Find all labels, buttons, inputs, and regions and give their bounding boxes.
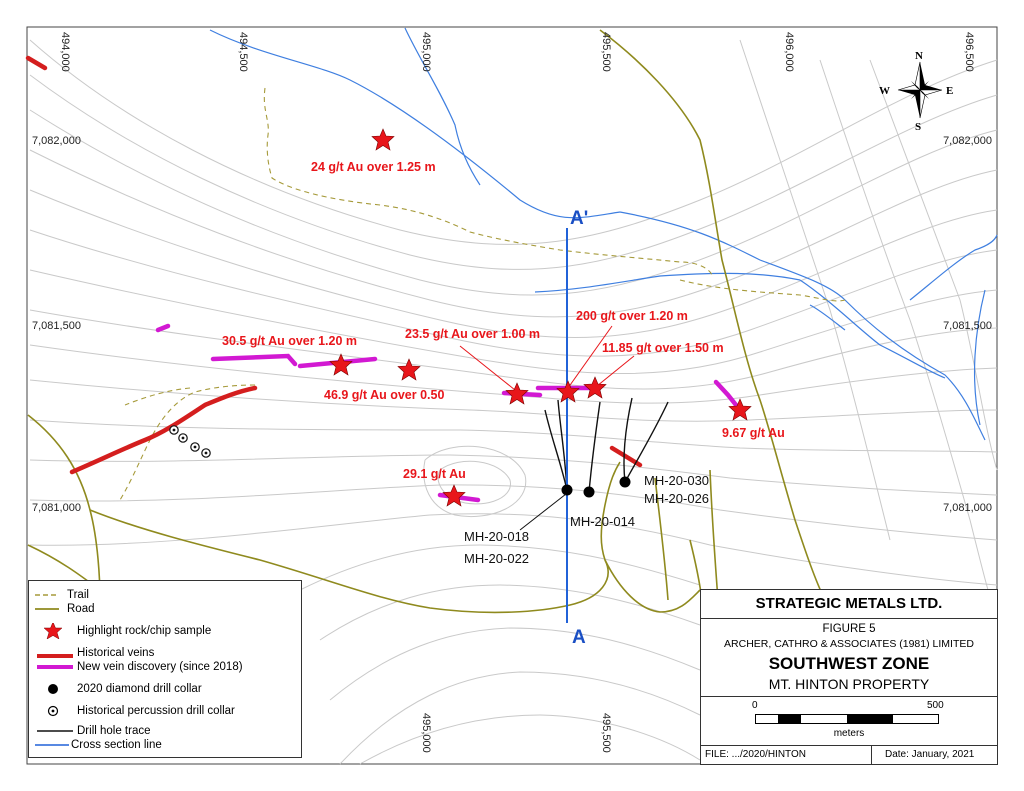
legend-trail-label: Trail	[67, 589, 89, 601]
legend-row-trace: Drill hole trace	[29, 723, 151, 739]
grid-x-bottom-1: 495,000	[420, 713, 432, 753]
legend-row-section: Cross section line	[29, 737, 162, 753]
scale-unit-label: meters	[833, 728, 865, 739]
legend-star-icon	[29, 621, 77, 640]
compass-e-label: E	[946, 85, 953, 97]
legend-row-highlight: Highlight rock/chip sample	[29, 621, 212, 640]
contour-lines	[29, 39, 998, 765]
sample-label-2: 30.5 g/t Au over 1.20 m	[222, 334, 357, 348]
file-path: FILE: .../2020/HINTON	[705, 749, 806, 760]
drillhole-label-3: MH-20-014	[570, 514, 635, 529]
grid-x-top-2: 494,500	[237, 32, 249, 72]
map-date: Date: January, 2021	[885, 749, 975, 760]
label-leaders	[459, 325, 635, 391]
figure-number: FIGURE 5	[822, 623, 876, 635]
drill-label-leaders	[519, 493, 567, 531]
legend-row-diamond: 2020 diamond drill collar	[29, 681, 202, 697]
section-label-top: A'	[570, 208, 588, 229]
diamond-collars	[561, 476, 631, 498]
legend-percussion-collar-icon	[29, 703, 77, 719]
footer-split	[871, 745, 872, 764]
property-name: MT. HINTON PROPERTY	[768, 676, 930, 692]
legend-new-vein-label: New vein discovery (since 2018)	[77, 661, 243, 673]
legend-road-symbol	[29, 601, 77, 617]
scale-divider-top	[701, 696, 997, 697]
legend-hist-vein-symbol	[29, 645, 77, 661]
grid-y-right-1: 7,082,000	[943, 135, 992, 147]
drillhole-label-5: MH-20-026	[644, 491, 709, 506]
legend-trail-symbol	[29, 587, 77, 603]
legend-row-hist-veins: Historical veins	[29, 645, 154, 661]
legend-row-new-vein: New vein discovery (since 2018)	[29, 659, 243, 675]
company-name: STRATEGIC METALS LTD.	[755, 595, 943, 612]
sample-label-6: 11.85 g/t over 1.50 m	[602, 341, 724, 355]
zone-title: SOUTHWEST ZONE	[768, 654, 930, 673]
legend-trace-symbol	[29, 723, 77, 739]
legend-trace-label: Drill hole trace	[77, 725, 151, 737]
legend-road-label: Road	[67, 603, 95, 615]
grid-x-top-6: 496,500	[963, 32, 975, 72]
grid-x-top-4: 495,500	[600, 32, 612, 72]
legend-section-label: Cross section line	[71, 739, 162, 751]
sample-label-1: 24 g/t Au over 1.25 m	[311, 160, 436, 174]
legend-section-symbol	[29, 737, 77, 753]
sample-label-7: 9.67 g/t Au	[722, 426, 785, 440]
map-legend: Trail Road Highlight rock/chip sample Hi…	[28, 580, 302, 758]
drillhole-label-2: MH-20-022	[464, 551, 529, 566]
consultant-name: ARCHER, CATHRO & ASSOCIATES (1981) LIMIT…	[724, 638, 974, 650]
scale-max-label: 500	[927, 700, 944, 711]
legend-diamond-label: 2020 diamond drill collar	[77, 683, 202, 695]
roads	[27, 29, 826, 614]
highlight-stars	[329, 128, 752, 507]
grid-y-right-2: 7,081,500	[943, 320, 992, 332]
scale-bar: 0 500 meters	[701, 698, 997, 744]
scale-min-label: 0	[752, 700, 758, 711]
grid-y-right-3: 7,081,000	[943, 502, 992, 514]
legend-row-percussion: Historical percussion drill collar	[29, 703, 235, 719]
sample-label-4: 23.5 g/t Au over 1.00 m	[405, 327, 540, 341]
grid-y-left-3: 7,081,000	[32, 502, 81, 514]
grid-x-top-5: 496,000	[783, 32, 795, 72]
drillhole-label-1: MH-20-018	[464, 529, 529, 544]
compass-rose-icon	[897, 61, 943, 119]
grid-y-left-1: 7,082,000	[32, 135, 81, 147]
legend-hist-veins-label: Historical veins	[77, 647, 155, 659]
percussion-collars	[169, 425, 211, 458]
compass-n-label: N	[915, 50, 923, 62]
sample-label-3: 46.9 g/t Au over 0.50	[324, 388, 444, 402]
grid-x-top-1: 494,000	[59, 32, 71, 72]
grid-x-top-3: 495,000	[420, 32, 432, 72]
legend-percussion-label: Historical percussion drill collar	[77, 705, 235, 717]
grid-y-left-2: 7,081,500	[32, 320, 81, 332]
sample-label-5: 200 g/t over 1.20 m	[576, 309, 688, 323]
legend-row-trail: Trail	[29, 587, 89, 603]
footer-divider	[701, 745, 997, 746]
title-divider	[701, 618, 997, 619]
drillhole-label-4: MH-20-030	[644, 473, 709, 488]
title-block: STRATEGIC METALS LTD. FIGURE 5 ARCHER, C…	[700, 589, 998, 765]
scale-bar-graphic	[755, 714, 939, 724]
legend-new-vein-symbol	[29, 659, 77, 675]
sample-label-8: 29.1 g/t Au	[403, 467, 466, 481]
compass-s-label: S	[915, 121, 921, 133]
section-label-bottom: A	[572, 627, 586, 648]
grid-x-bottom-2: 495,500	[600, 713, 612, 753]
legend-row-road: Road	[29, 601, 95, 617]
legend-highlight-label: Highlight rock/chip sample	[77, 625, 212, 637]
legend-diamond-collar-icon	[29, 681, 77, 697]
compass-w-label: W	[879, 85, 890, 97]
trails	[119, 87, 846, 501]
